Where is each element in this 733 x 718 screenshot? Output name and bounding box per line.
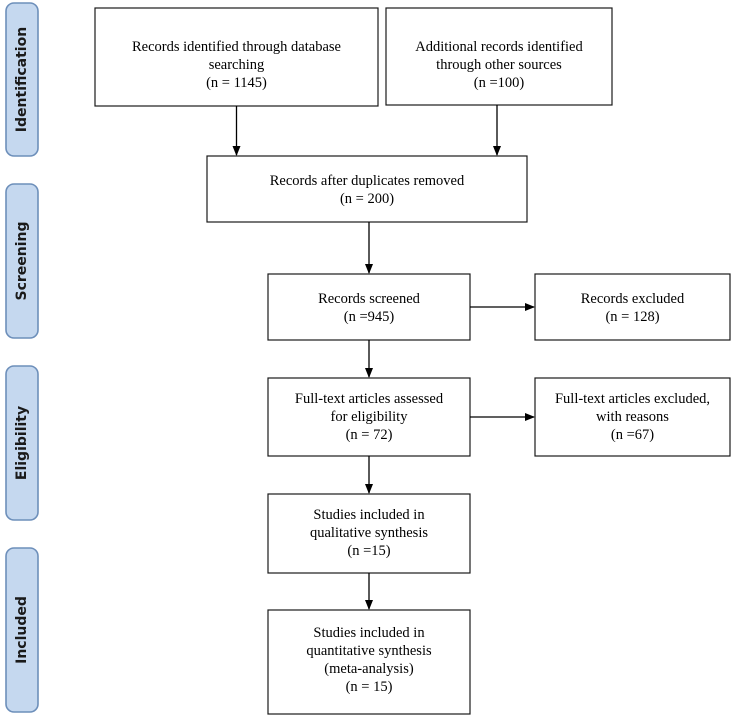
box-quantitative-synthesis-line3: (meta-analysis)	[324, 661, 414, 677]
phase-screening-label: Screening	[14, 221, 30, 300]
box-database-search-line2: searching	[209, 57, 265, 73]
box-quantitative-synthesis-line1: Studies included in	[313, 625, 425, 641]
box-qualitative-synthesis-line1: Studies included in	[313, 507, 425, 523]
box-other-sources: Additional records identified through ot…	[385, 7, 613, 106]
box-quantitative-synthesis-line2: quantitative synthesis	[306, 643, 432, 659]
box-qualitative-synthesis-line3: (n =15)	[347, 543, 390, 559]
box-records-screened-line1: Records screened	[318, 291, 421, 307]
phase-identification-label: Identification	[14, 27, 30, 132]
phase-included-label: Included	[14, 596, 30, 664]
box-other-sources-line3: (n =100)	[474, 75, 525, 91]
phase-eligibility: Eligibility	[5, 365, 39, 521]
box-qualitative-synthesis: Studies included in qualitative synthesi…	[267, 493, 471, 574]
box-fulltext-excluded-line2: with reasons	[596, 409, 669, 425]
box-fulltext-assessed-line3: (n = 72)	[346, 427, 393, 443]
box-fulltext-assessed-line1: Full-text articles assessed	[295, 391, 444, 407]
box-database-search-line1: Records identified through database	[132, 39, 341, 55]
box-other-sources-line1: Additional records identified	[415, 39, 583, 55]
box-database-search-line3: (n = 1145)	[206, 75, 267, 91]
phase-identification: Identification	[5, 2, 39, 157]
box-fulltext-assessed-line2: for eligibility	[331, 409, 409, 425]
box-fulltext-assessed: Full-text articles assessed for eligibil…	[267, 377, 471, 457]
box-records-excluded: Records excluded (n = 128)	[534, 273, 731, 341]
phase-screening: Screening	[5, 183, 39, 339]
box-fulltext-excluded-line1: Full-text articles excluded,	[555, 391, 710, 407]
box-other-sources-line2: through other sources	[436, 57, 562, 73]
box-database-search: Records identified through database sear…	[94, 7, 379, 107]
box-records-screened-line2: (n =945)	[344, 309, 395, 325]
box-quantitative-synthesis-line4: (n = 15)	[346, 679, 393, 695]
box-quantitative-synthesis: Studies included in quantitative synthes…	[267, 609, 471, 715]
box-records-screened: Records screened (n =945)	[267, 273, 471, 341]
phase-eligibility-label: Eligibility	[14, 406, 30, 480]
box-duplicates-removed: Records after duplicates removed (n = 20…	[206, 155, 528, 223]
box-records-excluded-line1: Records excluded	[581, 291, 685, 307]
box-duplicates-removed-line1: Records after duplicates removed	[270, 173, 465, 189]
box-fulltext-excluded: Full-text articles excluded, with reason…	[534, 377, 731, 457]
box-fulltext-excluded-line3: (n =67)	[611, 427, 654, 443]
phase-included: Included	[5, 547, 39, 713]
box-duplicates-removed-line2: (n = 200)	[340, 191, 394, 207]
box-records-excluded-line2: (n = 128)	[605, 309, 659, 325]
box-qualitative-synthesis-line2: qualitative synthesis	[310, 525, 428, 541]
